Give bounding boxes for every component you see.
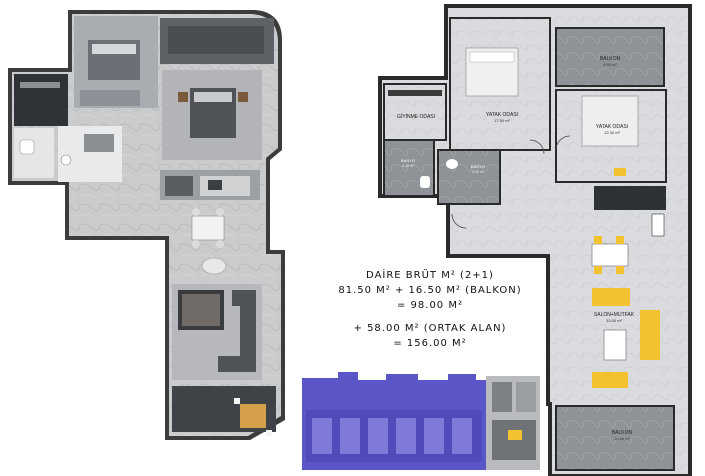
coffee-table — [603, 329, 627, 361]
dining-table-render — [191, 215, 225, 241]
2d-floor-plan: BALKON 6.50 m² YATAK ODASI 17.50 m² GİYİ… — [378, 4, 692, 476]
balkon-bottom-area: 10.00 m² — [614, 436, 630, 441]
balkon-top — [555, 27, 665, 87]
giyinme-label: GİYİNME ODASI — [397, 113, 435, 120]
armchair — [592, 372, 628, 388]
balkon-bottom — [555, 405, 675, 471]
summary-grand-total: = 156.00 M² — [393, 338, 467, 349]
summary-net-total: = 98.00 M² — [396, 300, 463, 311]
balkon-bottom-label: BALKON — [612, 430, 633, 436]
banyo-2 — [437, 149, 501, 205]
banyo2-label: BANYO — [471, 164, 485, 169]
building-key-plan — [298, 370, 543, 476]
dining-table — [591, 243, 629, 267]
bathroom-1-render — [14, 128, 54, 178]
yatak1-label: YATAK ODASI — [486, 112, 518, 118]
banyo2-area: 4.40 m² — [472, 170, 485, 174]
salon-area: 33.50 m² — [606, 318, 622, 323]
sofa-1 — [592, 288, 630, 306]
banyo1-label: BANYO — [401, 158, 415, 163]
banyo1-area: 4.40 m² — [402, 164, 415, 168]
yatak2-label: YATAK ODASI — [596, 124, 628, 130]
balkon-top-area: 6.50 m² — [603, 62, 617, 67]
summary-breakdown: 81.50 M² + 16.50 M² (BALKON) — [338, 285, 522, 296]
balkon-top-label: BALKON — [600, 56, 621, 62]
3d-floor-plan-render — [8, 10, 285, 440]
area-summary: DAİRE BRÜT M² (2+1) 81.50 M² + 16.50 M² … — [300, 268, 560, 351]
yatak2-area: 12.30 m² — [604, 130, 620, 135]
yatak1-area: 17.50 m² — [494, 118, 510, 123]
salon-label: SALON+MUTFAK — [594, 312, 635, 318]
dressing-room-render — [14, 74, 68, 126]
sofa-2 — [640, 310, 660, 360]
summary-common-area: + 58.00 M² (ORTAK ALAN) — [353, 323, 507, 334]
summary-gross-title: DAİRE BRÜT M² (2+1) — [366, 270, 494, 281]
mutfak-tezgah — [594, 186, 666, 210]
